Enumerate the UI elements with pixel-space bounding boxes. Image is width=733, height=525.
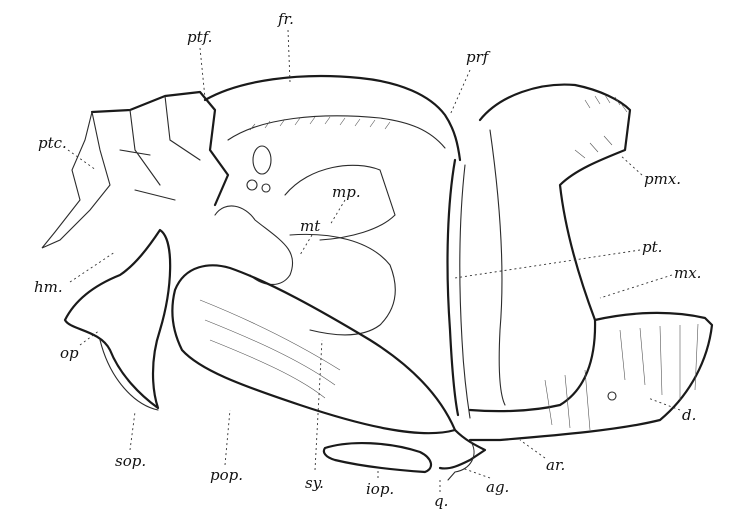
leader-pt	[455, 250, 640, 278]
label-prf: prf	[466, 48, 491, 66]
leader-prf	[450, 70, 470, 115]
label-mp: mp.	[332, 183, 361, 201]
ptc-spine	[42, 112, 110, 248]
small-foramen-2	[262, 184, 270, 192]
label-pmx: pmx.	[644, 170, 681, 188]
leader-pmx	[620, 155, 642, 175]
frontal-hatching	[250, 117, 390, 130]
preopercle-ribs	[200, 300, 340, 398]
quadrate	[440, 430, 485, 468]
label-pop: pop.	[210, 466, 243, 484]
label-ar: ar.	[546, 456, 565, 474]
metapterygoid	[215, 206, 293, 285]
premaxilla-teeth	[575, 95, 627, 158]
dentary	[470, 313, 712, 440]
label-mx: mx.	[674, 264, 701, 282]
orbit-foramen	[253, 146, 271, 174]
label-ag: ag.	[486, 478, 509, 496]
label-sop: sop.	[115, 452, 146, 470]
maxilla	[470, 85, 630, 412]
frontal-bone	[205, 76, 460, 160]
palatine-column	[448, 160, 458, 415]
leader-pop	[225, 410, 230, 465]
leader-mx	[600, 275, 672, 298]
label-iop: iop.	[366, 480, 394, 498]
leader-sy	[315, 340, 322, 470]
label-q: q.	[434, 492, 448, 510]
label-d: d.	[682, 406, 696, 424]
opercle	[65, 230, 170, 408]
metapterygoid-inner	[290, 234, 395, 335]
interopercle	[324, 443, 431, 472]
posterior-cranium	[92, 92, 228, 205]
leader-mp	[330, 200, 345, 225]
leader-ar	[520, 440, 545, 458]
label-fr: fr.	[277, 10, 294, 28]
preopercle	[172, 265, 455, 433]
maxilla-inner	[490, 130, 505, 405]
label-op: op	[60, 344, 79, 362]
leader-sop	[130, 412, 135, 450]
label-ptc: ptc.	[38, 134, 67, 152]
leader-hm	[70, 252, 115, 282]
label-hm: hm.	[34, 278, 63, 296]
cranium-sutures	[120, 96, 200, 200]
label-pt: pt.	[642, 238, 662, 256]
label-mt: mt	[300, 217, 321, 235]
palatine-inner	[460, 165, 470, 418]
small-foramen-1	[247, 180, 257, 190]
dentary-foramen	[608, 392, 616, 400]
leader-fr	[288, 30, 290, 82]
leader-ptc	[68, 150, 96, 170]
label-sy: sy.	[305, 474, 324, 492]
leader-ptf	[200, 48, 205, 98]
subopercle	[100, 340, 158, 410]
frontal-lower-edge	[228, 116, 445, 148]
leader-mt	[300, 235, 312, 255]
leader-ag	[462, 468, 490, 478]
label-ptf: ptf.	[187, 28, 212, 46]
dentary-hatching	[545, 324, 698, 430]
